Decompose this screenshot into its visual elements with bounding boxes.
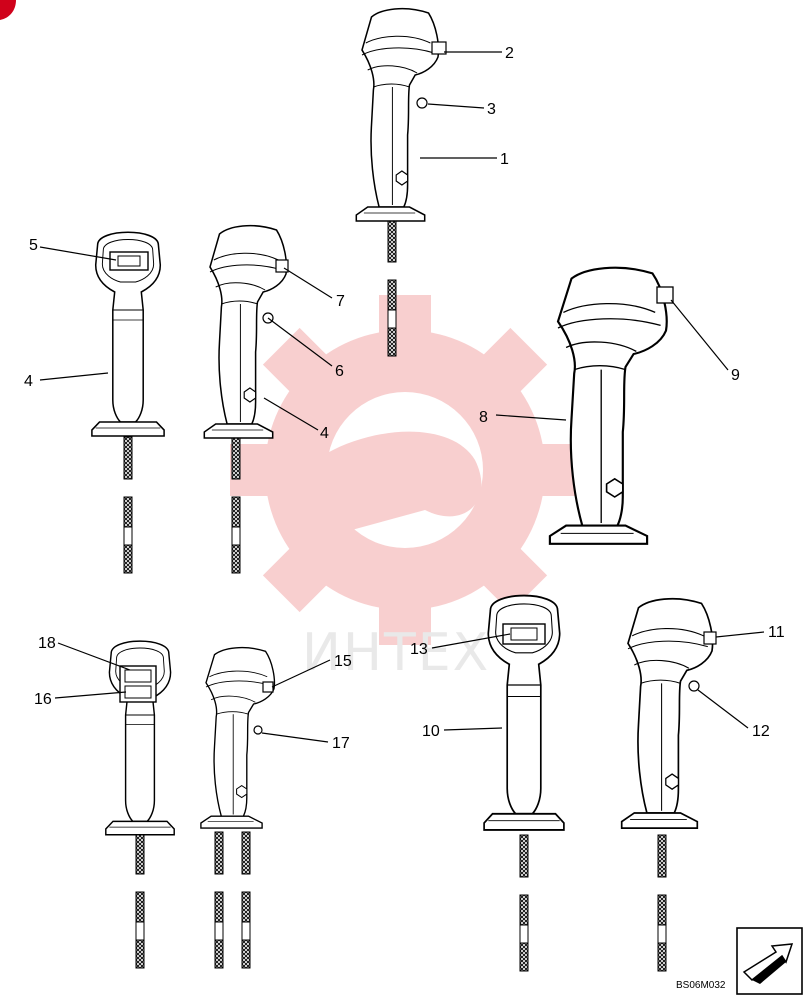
joystick-assembly-10-front [483, 594, 565, 972]
callout-labels: 2 3 1 5 7 6 4 4 9 8 18 16 15 17 13 10 11… [24, 45, 785, 752]
callout-3: 3 [487, 101, 496, 118]
callout-6: 6 [335, 363, 344, 380]
reference-code: BS06M032 [676, 980, 726, 991]
joystick-assembly-8 [548, 266, 674, 545]
watermark-text: ИНТЕХ [302, 623, 490, 683]
leader-lines [39, 51, 765, 743]
arrow-direction-icon [736, 927, 803, 995]
callout-7: 7 [336, 293, 345, 310]
callout-4-front: 4 [24, 373, 33, 390]
callout-12: 12 [752, 723, 770, 740]
callout-2: 2 [505, 45, 514, 62]
joystick-assembly-1 [355, 7, 447, 357]
callout-15: 15 [334, 653, 352, 670]
callout-17: 17 [332, 735, 350, 752]
callout-10: 10 [422, 723, 440, 740]
joystick-assembly-11-side [620, 597, 717, 972]
joystick-assembly-16-front [105, 640, 175, 969]
red-corner-icon [0, 0, 16, 20]
joystick-assembly-15-side [200, 646, 276, 969]
callout-8: 8 [479, 409, 488, 426]
callout-18: 18 [38, 635, 56, 652]
callout-16: 16 [34, 691, 52, 708]
joystick-assembly-4-front [91, 231, 165, 574]
callout-13: 13 [410, 641, 428, 658]
watermark-gear-icon [230, 295, 580, 645]
callout-11: 11 [768, 624, 785, 641]
callout-1: 1 [500, 151, 509, 168]
callout-5: 5 [29, 237, 38, 254]
callout-4-side: 4 [320, 425, 329, 442]
callout-9: 9 [731, 367, 740, 384]
